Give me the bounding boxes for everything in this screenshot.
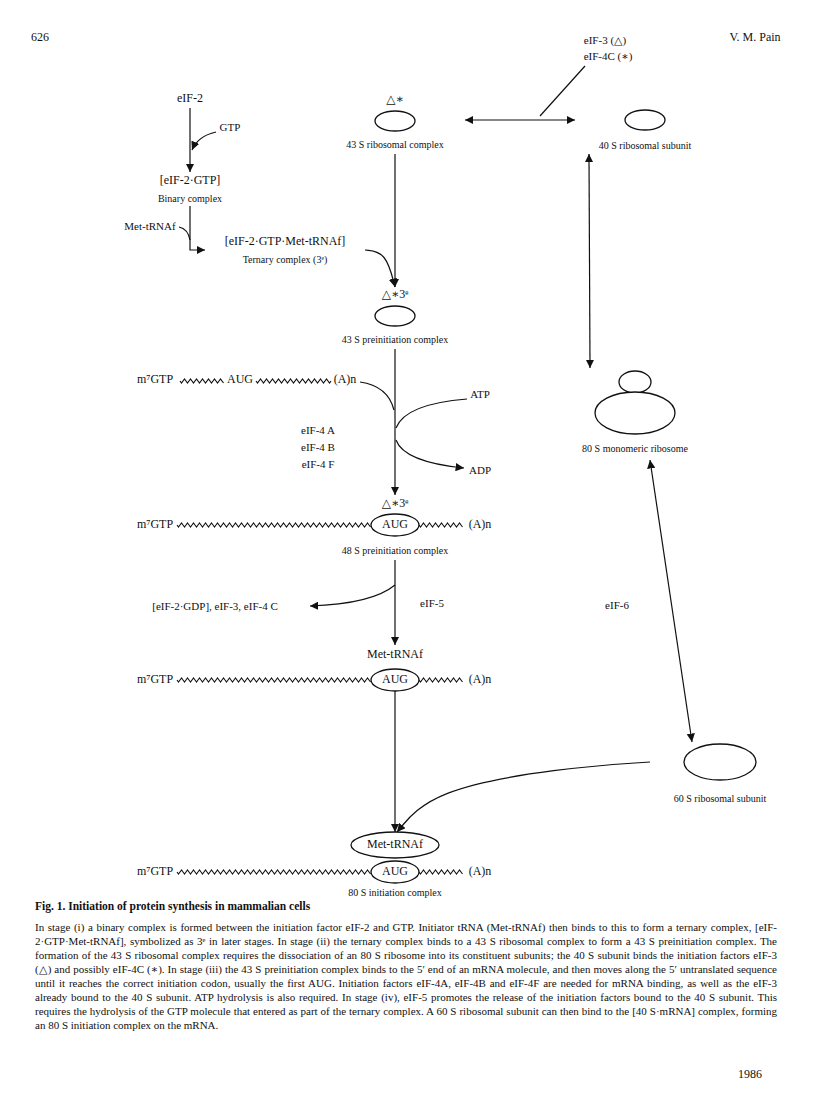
ribosome-oval (375, 306, 415, 326)
node-text: m⁷GTP (137, 673, 173, 686)
mrna-strand (177, 523, 371, 527)
mrna-strand (177, 678, 371, 682)
node-text: eIF-2 (177, 92, 203, 105)
ribosome-oval (619, 371, 651, 393)
node-text: 80 S initiation complex (348, 887, 442, 898)
flow-arrow (394, 154, 395, 287)
flow-arrow (190, 206, 205, 250)
node-text: △∗ (386, 93, 403, 106)
diagram-label: eIF-3 (△) (584, 34, 626, 46)
node-text: Binary complex (158, 193, 222, 204)
node-text: (A)n (469, 865, 492, 878)
release-line (310, 585, 395, 606)
diagram-label: m⁷GTP (137, 373, 173, 386)
factor-node: [eIF-2·GTP·Met-tRNAf] Ternary complex (3ᵉ… (205, 233, 365, 267)
node-text: 80 S monomeric ribosome (582, 443, 688, 454)
diagram-label: eIF-4C (∗) (584, 50, 633, 62)
mrna-strand (419, 523, 463, 527)
diagram-label: ADP (469, 464, 491, 476)
diagram-label: Met-tRNAf (124, 220, 175, 232)
diagram-label: eIF-4 A (301, 424, 335, 436)
diagram-label: [eIF-2·GDP], eIF-3, eIF-4 C (152, 600, 278, 612)
ribosome-oval (351, 832, 439, 858)
figure-caption: In stage (i) a binary complex is formed … (35, 920, 777, 1032)
complex-node: Met-tRNAf m⁷GTP AUG (A)n (125, 645, 505, 690)
node-text: 43 S ribosomal complex (346, 139, 444, 150)
flow-arrow (394, 560, 395, 645)
node-text: AUG (382, 518, 408, 531)
mrna-strand (180, 379, 224, 383)
factor-line (540, 66, 585, 116)
complex-node: 40 S ribosomal subunit (575, 100, 715, 154)
node-text: △∗3ᵉ (382, 288, 408, 301)
release-line (396, 440, 464, 468)
ribosome-oval (625, 110, 665, 130)
feed-line (179, 227, 190, 240)
ribosome-oval (371, 669, 419, 691)
node-text: △∗3ᵉ (382, 497, 408, 510)
node-text: (A)n (469, 518, 492, 531)
flow-arrow (189, 108, 190, 172)
node-shape (125, 645, 505, 690)
diagram-label: V. M. Pain (729, 31, 780, 44)
node-text: AUG (382, 865, 408, 878)
node-text: 43 S preinitiation complex (342, 334, 448, 345)
node-text: 60 S ribosomal subunit (674, 793, 767, 804)
diagram-label: eIF-4 F (302, 458, 335, 470)
mrna-strand (419, 678, 463, 682)
flow-arrow (397, 762, 650, 832)
diagram-label: AUG (227, 373, 253, 386)
ribosome-oval (684, 744, 756, 780)
complex-node: △∗3ᵉ 43 S preinitiation complex (325, 287, 465, 349)
diagram-label: (A)n (334, 373, 357, 386)
node-text: 48 S preinitiation complex (342, 545, 448, 556)
mrna-strand (419, 870, 463, 874)
node-text: Ternary complex (3ᵉ) (243, 254, 328, 265)
mrna-tail (360, 382, 394, 410)
node-text: [eIF-2·GTP] (160, 174, 221, 187)
ribosome-oval (595, 392, 675, 434)
node-text: (A)n (469, 673, 492, 686)
complex-node: 80 S monomeric ribosome (560, 368, 710, 460)
mrna-strand (177, 870, 371, 874)
complex-node: 60 S ribosomal subunit (650, 742, 790, 810)
diagram-label: eIF-4 B (301, 441, 335, 453)
factor-node: eIF-2 (168, 90, 212, 108)
diagram-label: 626 (31, 31, 49, 44)
node-shape (125, 832, 505, 900)
node-text: Met-tRNAf (367, 648, 423, 661)
flow-arrow (394, 690, 395, 832)
diagram-label: GTP (220, 121, 241, 133)
feed-line (396, 399, 467, 428)
flow-arrow (394, 349, 395, 495)
feed-line (192, 132, 216, 150)
flow-arrow (650, 460, 692, 742)
complex-node: △∗3ᵉ m⁷GTP AUG (A)n 48 S preinitiation compl… (125, 495, 505, 560)
node-text: [eIF-2·GTP·Met-tRNAf] (225, 235, 346, 248)
mrna-strand (256, 379, 331, 383)
figure-title: Fig. 1. Initiation of protein synthesis … (35, 900, 310, 912)
complex-node: △∗ 43 S ribosomal complex (325, 92, 465, 154)
ribosome-oval (371, 514, 419, 536)
edge-label: eIF-6 (603, 599, 631, 611)
factor-node: [eIF-2·GTP] Binary complex (130, 172, 250, 206)
node-text: AUG (382, 673, 408, 686)
flow-arrow (365, 250, 395, 287)
flow-arrow (589, 154, 590, 368)
flow-arrow (465, 119, 575, 120)
edge-label: eIF-5 (418, 597, 446, 609)
ribosome-oval (371, 861, 419, 883)
diagram-label: ATP (470, 388, 490, 400)
complex-node: Met-tRNAf m⁷GTP AUG (A)n 80 S initiation com… (125, 832, 505, 900)
node-text: Met-tRNAf (367, 838, 423, 851)
node-text: m⁷GTP (137, 518, 173, 531)
diagram-label: 1986 (738, 1068, 762, 1081)
ribosome-oval (375, 111, 415, 131)
node-text: m⁷GTP (137, 865, 173, 878)
node-text: 40 S ribosomal subunit (599, 140, 692, 151)
